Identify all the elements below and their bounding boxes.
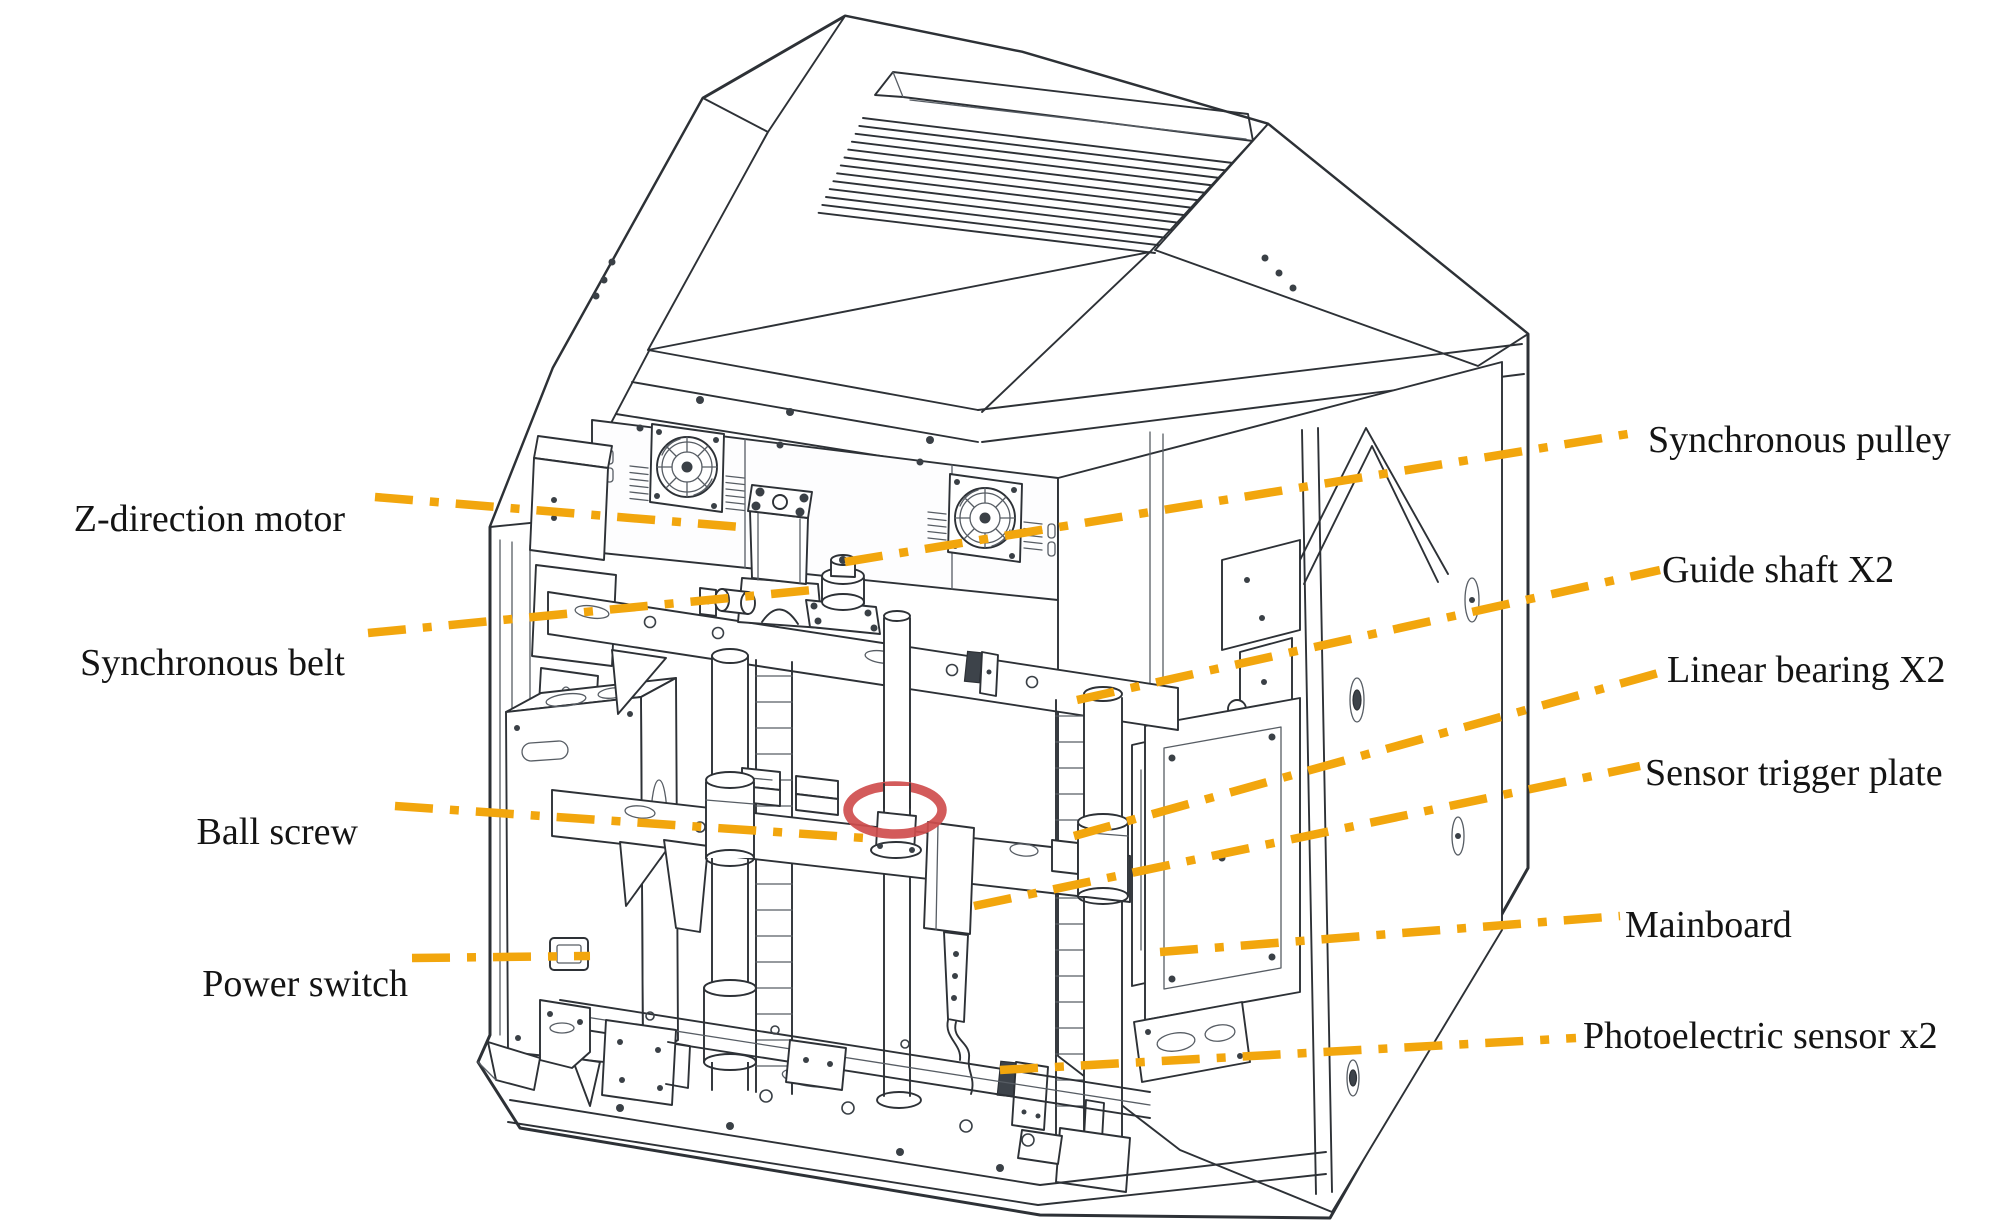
photoelectric-sensor-top [963, 650, 999, 697]
label-ball-screw: Ball screw [196, 811, 358, 854]
leader-line-z-direction-motor [374, 492, 741, 532]
leader-line-photoelectric-sensor [999, 1033, 1577, 1075]
hood-vent-louvers [817, 117, 1234, 254]
hood-right-facet [1154, 123, 1529, 367]
photoelectric-sensor-bottom [996, 1060, 1063, 1165]
left-guide-shaft [703, 648, 757, 1092]
leader-line-synchronous-pulley [844, 427, 1641, 567]
highlight-ring [843, 781, 947, 839]
label-photoelectric-sensor: Photoelectric sensor x2 [1583, 1015, 1938, 1058]
leader-line-synchronous-belt [367, 585, 813, 638]
shaft-coupler [699, 587, 756, 617]
mainboard-part [1131, 697, 1301, 1083]
label-z-direction-motor: Z-direction motor [73, 498, 345, 541]
sensor-trigger-plate-part [923, 821, 975, 1095]
leader-line-linear-bearing [1072, 667, 1664, 841]
label-sensor-trigger-plate: Sensor trigger plate [1645, 752, 1943, 795]
left-cooling-fan [629, 423, 745, 513]
right-cooling-fan [927, 473, 1043, 563]
label-linear-bearing: Linear bearing X2 [1667, 649, 1946, 692]
hood [489, 15, 1529, 528]
synchronous-pulley-part [805, 554, 881, 635]
label-synchronous-belt: Synchronous belt [80, 642, 345, 685]
leader-line-mainboard [1159, 911, 1621, 957]
leader-line-guide-shaft [1076, 565, 1661, 705]
base-frame [477, 999, 1327, 1206]
label-mainboard: Mainboard [1625, 904, 1792, 947]
left-linear-bearing [705, 771, 755, 867]
label-power-switch: Power switch [202, 963, 408, 1006]
hood-handle-slot [874, 71, 1254, 142]
left-fan-louvers [629, 465, 745, 512]
label-guide-shaft: Guide shaft X2 [1662, 549, 1895, 592]
leader-lines [367, 427, 1664, 1075]
leader-line-sensor-trigger-plate [973, 761, 1641, 911]
label-synchronous-pulley: Synchronous pulley [1648, 419, 1951, 462]
leader-line-power-switch [411, 951, 591, 963]
